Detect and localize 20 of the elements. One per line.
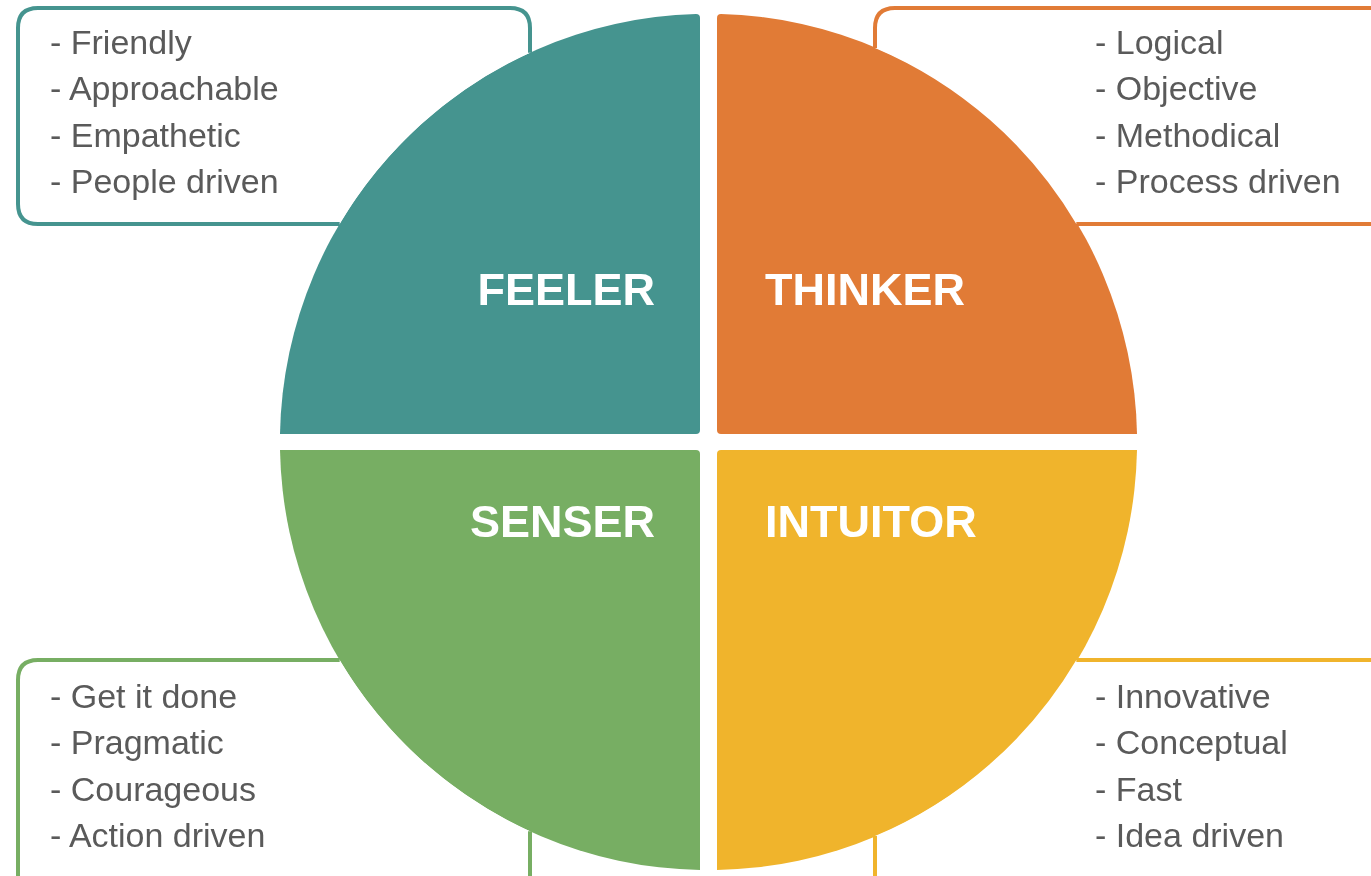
trait-item: - Action driven (50, 814, 266, 855)
trait-item: - Friendly (50, 22, 192, 62)
trait-item: - Approachable (50, 68, 279, 109)
trait-item: - Empathetic (50, 114, 241, 155)
quadrant-label: FEELER (477, 264, 655, 316)
trait-item: - Innovative (1095, 676, 1271, 716)
trait-item: - Logical (1095, 22, 1224, 62)
trait-item: - Fast (1095, 768, 1182, 809)
quadrant-label: INTUITOR (765, 496, 977, 548)
trait-item: - Courageous (50, 768, 256, 809)
trait-item: - Objective (1095, 68, 1258, 109)
quadrant-label: THINKER (765, 264, 965, 316)
trait-item: - Process driven (1095, 160, 1341, 201)
trait-item: - Idea driven (1095, 814, 1284, 855)
trait-item: - Pragmatic (50, 722, 224, 763)
quadrant-label: SENSER (469, 496, 655, 548)
trait-item: - Get it done (50, 676, 238, 716)
trait-item: - Conceptual (1095, 722, 1288, 763)
trait-item: - People driven (50, 160, 279, 201)
trait-item: - Methodical (1095, 114, 1281, 155)
